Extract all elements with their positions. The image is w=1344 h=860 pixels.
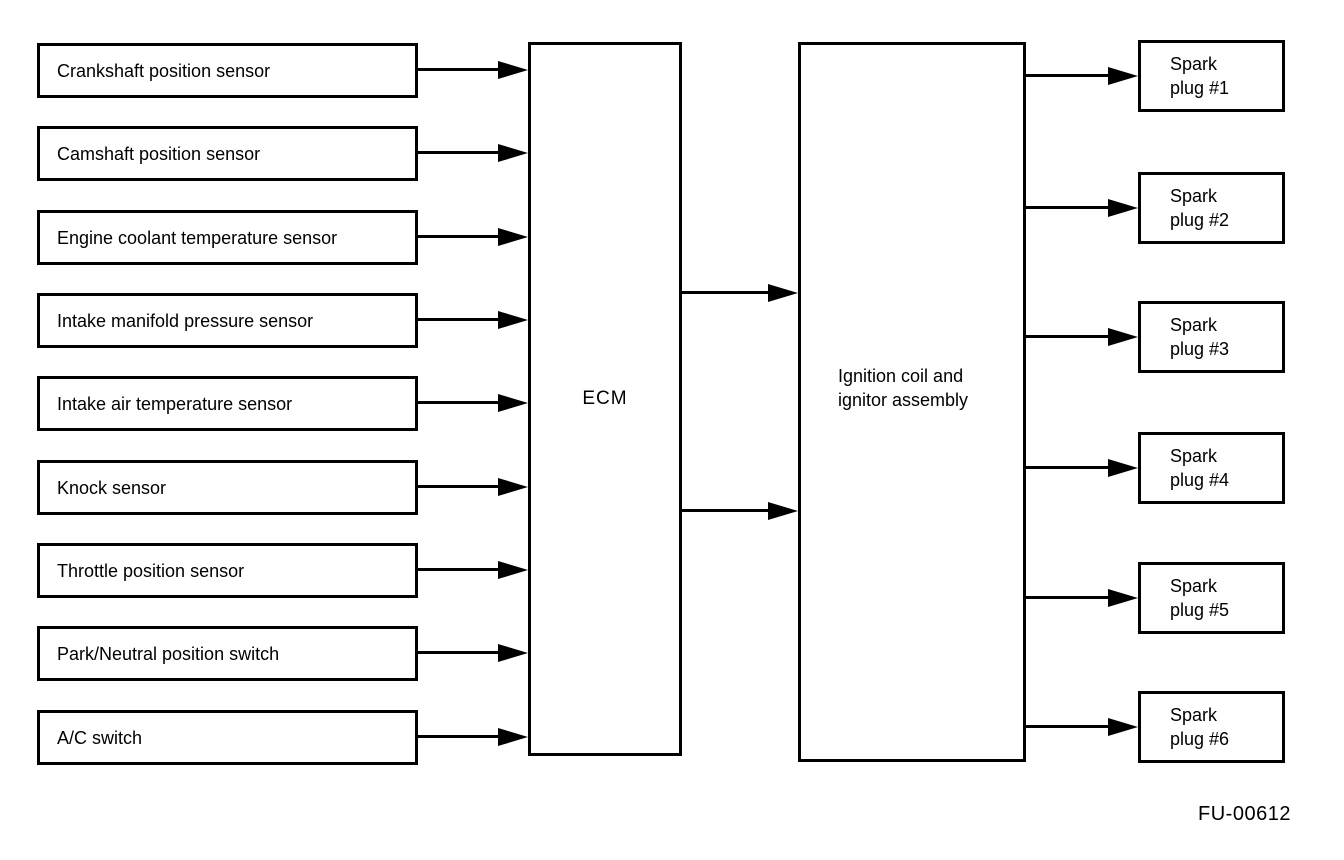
input-box-throttle-position-sensor: Throttle position sensor [37,543,418,598]
ignition-label-line1: Ignition coil and [838,366,964,386]
input-label: Intake manifold pressure sensor [57,310,314,331]
arrowhead-icon [1108,328,1138,346]
arrow-ignition-to-spark-plug-2 [1026,199,1138,217]
spark-plug-label-line1: Spark [1170,315,1218,335]
input-label: Engine coolant temperature sensor [57,227,338,248]
input-label: Park/Neutral position switch [57,643,280,664]
spark-plug-5-box: Spark plug #5 [1138,562,1285,634]
input-box-engine-coolant-temperature-sensor: Engine coolant temperature sensor [37,210,418,265]
input-box-ac-switch: A/C switch [37,710,418,765]
arrow-knock-to-ecm [418,478,528,496]
spark-plug-label-line2: plug #5 [1170,600,1230,620]
input-box-camshaft-position-sensor: Camshaft position sensor [37,126,418,181]
input-label: Camshaft position sensor [57,143,261,164]
arrow-ignition-to-spark-plug-5 [1026,589,1138,607]
input-label: Crankshaft position sensor [57,60,271,81]
spark-plug-2-box: Spark plug #2 [1138,172,1285,244]
spark-plug-label-line1: Spark [1170,446,1218,466]
arrow-shaft [418,485,502,488]
arrow-throttle-to-ecm [418,561,528,579]
arrow-ignition-to-spark-plug-1 [1026,67,1138,85]
arrowhead-icon [1108,459,1138,477]
input-box-intake-manifold-pressure-sensor: Intake manifold pressure sensor [37,293,418,348]
arrowhead-icon [1108,589,1138,607]
arrow-shaft [418,68,502,71]
arrow-shaft [418,151,502,154]
input-box-park-neutral-position-switch: Park/Neutral position switch [37,626,418,681]
arrow-airtemp-to-ecm [418,394,528,412]
input-box-knock-sensor: Knock sensor [37,460,418,515]
input-box-crankshaft-position-sensor: Crankshaft position sensor [37,43,418,98]
arrowhead-icon [498,144,528,162]
arrow-shaft [418,568,502,571]
input-box-intake-air-temperature-sensor: Intake air temperature sensor [37,376,418,431]
arrowhead-icon [1108,199,1138,217]
arrowhead-icon [498,61,528,79]
spark-plug-3-box: Spark plug #3 [1138,301,1285,373]
arrowhead-icon [498,478,528,496]
arrow-shaft [418,401,502,404]
arrow-ignition-to-spark-plug-6 [1026,718,1138,736]
arrow-crankshaft-to-ecm [418,61,528,79]
arrow-shaft [1026,725,1112,728]
arrowhead-icon [498,561,528,579]
arrowhead-icon [498,728,528,746]
spark-plug-label-line2: plug #1 [1170,78,1230,98]
input-label: A/C switch [57,727,143,748]
arrow-parkneutral-to-ecm [418,644,528,662]
arrow-shaft [418,735,502,738]
arrowhead-icon [498,394,528,412]
spark-plug-label-line2: plug #2 [1170,210,1230,230]
spark-plug-label-line1: Spark [1170,705,1218,725]
input-label: Intake air temperature sensor [57,393,293,414]
input-label: Knock sensor [57,477,167,498]
arrow-coolant-to-ecm [418,228,528,246]
spark-plug-label-line2: plug #3 [1170,339,1230,359]
ecm-box: ECM [528,42,682,756]
arrow-shaft [1026,466,1112,469]
arrow-shaft [1026,206,1112,209]
figure-code: FU-00612 [1198,803,1291,825]
input-label: Throttle position sensor [57,560,245,581]
arrow-manifold-to-ecm [418,311,528,329]
arrowhead-icon [498,228,528,246]
arrowhead-icon [768,502,798,520]
arrow-acswitch-to-ecm [418,728,528,746]
arrow-shaft [418,318,502,321]
arrowhead-icon [1108,67,1138,85]
arrow-shaft [418,235,502,238]
arrow-ignition-to-spark-plug-4 [1026,459,1138,477]
spark-plug-label-line1: Spark [1170,186,1218,206]
ignition-coil-ignitor-assembly-box: Ignition coil and ignitor assembly [798,42,1026,762]
spark-plug-label-line1: Spark [1170,54,1218,74]
arrow-shaft [1026,596,1112,599]
ignition-label: Ignition coil and ignitor assembly [838,364,968,412]
arrow-ignition-to-spark-plug-3 [1026,328,1138,346]
spark-plug-label-line2: plug #4 [1170,470,1230,490]
arrowhead-icon [1108,718,1138,736]
arrowhead-icon [498,311,528,329]
spark-plug-1-box: Spark plug #1 [1138,40,1285,112]
arrow-ecm-to-ignition-2 [682,502,798,520]
arrow-camshaft-to-ecm [418,144,528,162]
arrow-shaft [418,651,502,654]
ignition-label-line2: ignitor assembly [838,390,969,410]
spark-plug-label-line2: plug #6 [1170,729,1230,749]
arrowhead-icon [498,644,528,662]
arrowhead-icon [768,284,798,302]
arrow-shaft [1026,74,1112,77]
arrow-shaft [1026,335,1112,338]
ecm-label: ECM [582,388,628,409]
arrow-ecm-to-ignition-1 [682,284,798,302]
spark-plug-6-box: Spark plug #6 [1138,691,1285,763]
spark-plug-label-line1: Spark [1170,576,1218,596]
spark-plug-4-box: Spark plug #4 [1138,432,1285,504]
arrow-shaft [682,291,772,294]
arrow-shaft [682,509,772,512]
